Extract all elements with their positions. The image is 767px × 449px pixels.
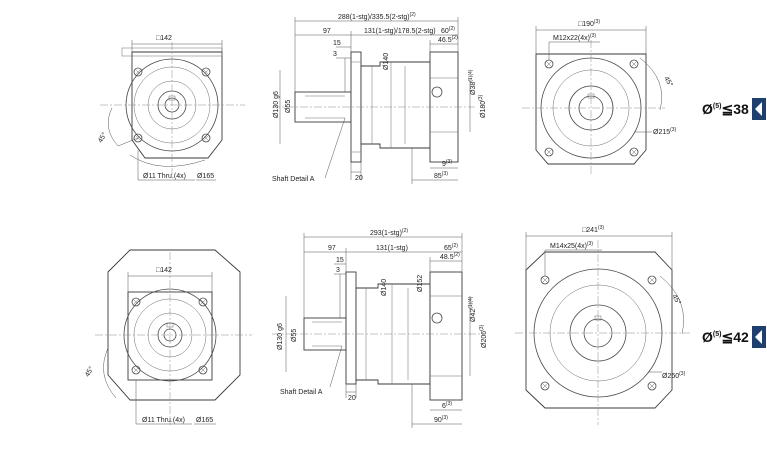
- top-side-shaft-detail-label: Shaft Detail A: [272, 176, 315, 183]
- bottom-front-view: □142 45° Ø11 Thru.(4x) Ø165: [83, 249, 252, 425]
- bottom-side-d65-label: 65(2): [444, 243, 458, 252]
- bottom-side-d3-label: 3: [336, 267, 340, 274]
- top-side-overall-label: 288(1-stg)/335.5(2-stg)(2): [338, 12, 416, 21]
- top-side-d55-label: Ø55: [285, 100, 292, 113]
- top-front-bolt-circle-label: Ø165: [197, 173, 214, 180]
- bottom-rear-square-label: □241(3): [582, 225, 604, 234]
- bottom-side-shaft-d-label: Ø130 g6: [277, 323, 284, 350]
- top-front-bolt-holes: [133, 67, 211, 143]
- bottom-side-d48-label: 48.5(2): [440, 252, 460, 261]
- bottom-front-thru-label: Ø11 Thru.(4x): [142, 417, 185, 424]
- top-side-d46-label: 46.5(2): [438, 35, 458, 44]
- top-rear-thread-label: M12x22(4x)(3): [553, 33, 596, 42]
- top-side-stage-label: 131(1-stg)/178.5(2-stg): [364, 28, 436, 35]
- bottom-front-bolt-circle-label: Ø165: [196, 417, 213, 424]
- top-side-d9-label: 9(3): [442, 159, 452, 168]
- bottom-side-d6-label: 6(3): [442, 401, 452, 410]
- bottom-side-d97-label: 97: [328, 245, 336, 252]
- bottom-side-view: 293(1-stg)(2) 97 131(1-stg) 65(2) 48.5(2…: [272, 228, 488, 428]
- bottom-rear-bolt-holes: [540, 275, 657, 391]
- top-spec: Ø(5)≦38: [702, 98, 766, 120]
- bottom-spec-label: Ø(5)≦42: [702, 329, 749, 345]
- bottom-side-d152-label: Ø152: [417, 275, 424, 292]
- top-front-angle-label: 45°: [96, 131, 108, 144]
- bottom-spec: Ø(5)≦42: [702, 326, 766, 348]
- top-rear-pcd-label: Ø215(3): [653, 127, 677, 136]
- bottom-side-stage-label: 131(1-stg): [376, 245, 408, 252]
- bottom-side-overall-label: 293(1-stg)(2): [370, 228, 408, 237]
- top-side-d15-label: 15: [333, 40, 341, 47]
- bottom-side-d140-label: Ø140: [381, 279, 388, 296]
- bottom-side-shaft-detail-label: Shaft Detail A: [280, 389, 323, 396]
- bottom-side-d90-label: 90(3): [434, 415, 448, 424]
- top-side-d140-label: Ø140: [383, 53, 390, 70]
- bottom-front-square-label: □142: [156, 267, 172, 274]
- top-next-button[interactable]: [752, 98, 766, 120]
- bottom-front-angle-label: 45°: [83, 365, 95, 378]
- bottom-side-d15-label: 15: [336, 257, 344, 264]
- bottom-side-d206-label: Ø206(3): [479, 324, 488, 348]
- top-front-square-label: □142: [156, 35, 172, 42]
- bottom-front-bolt-holes: [131, 297, 208, 375]
- bottom-rear-view: □241(3) M14x25(4x)(3) 45° Ø260(3): [515, 225, 690, 425]
- bottom-side-d20-label: 20: [348, 395, 356, 402]
- top-front-thru-label: Ø11 Thru.(4x): [143, 173, 186, 180]
- top-spec-label: Ø(5)≦38: [702, 101, 749, 117]
- top-side-d60-label: 60(2): [441, 26, 455, 35]
- top-side-d85-label: 85(3): [434, 171, 448, 180]
- top-side-d3-label: 3: [333, 51, 337, 58]
- bottom-next-button[interactable]: [752, 326, 766, 348]
- top-rear-bolt-holes: [544, 59, 639, 157]
- top-side-view: 288(1-stg)/335.5(2-stg)(2) 97 131(1-stg)…: [272, 12, 487, 184]
- bottom-side-d42-label: Ø42(1)(4): [468, 296, 477, 322]
- top-side-d20-label: 20: [355, 175, 363, 182]
- bottom-side-d55-label: Ø55: [291, 329, 298, 342]
- bottom-rear-pcd-label: Ø260(3): [662, 371, 686, 380]
- top-rear-angle-label: 45°: [662, 75, 674, 88]
- top-side-d38-label: Ø38(1)(4): [468, 69, 477, 95]
- top-front-view: □142 45° Ø11 Thru.(4x) Ø165: [96, 35, 245, 181]
- top-side-d97-label: 97: [323, 28, 331, 35]
- top-side-d180-label: Ø180(3): [478, 94, 487, 118]
- bottom-rear-thread-label: M14x25(4x)(3): [550, 241, 593, 250]
- top-side-shaft-d-label: Ø130 g6: [273, 91, 280, 118]
- top-rear-view: □190(3) M12x22(4x)(3) 45° Ø215(3): [522, 19, 677, 175]
- top-rear-square-label: □190(3): [578, 19, 600, 28]
